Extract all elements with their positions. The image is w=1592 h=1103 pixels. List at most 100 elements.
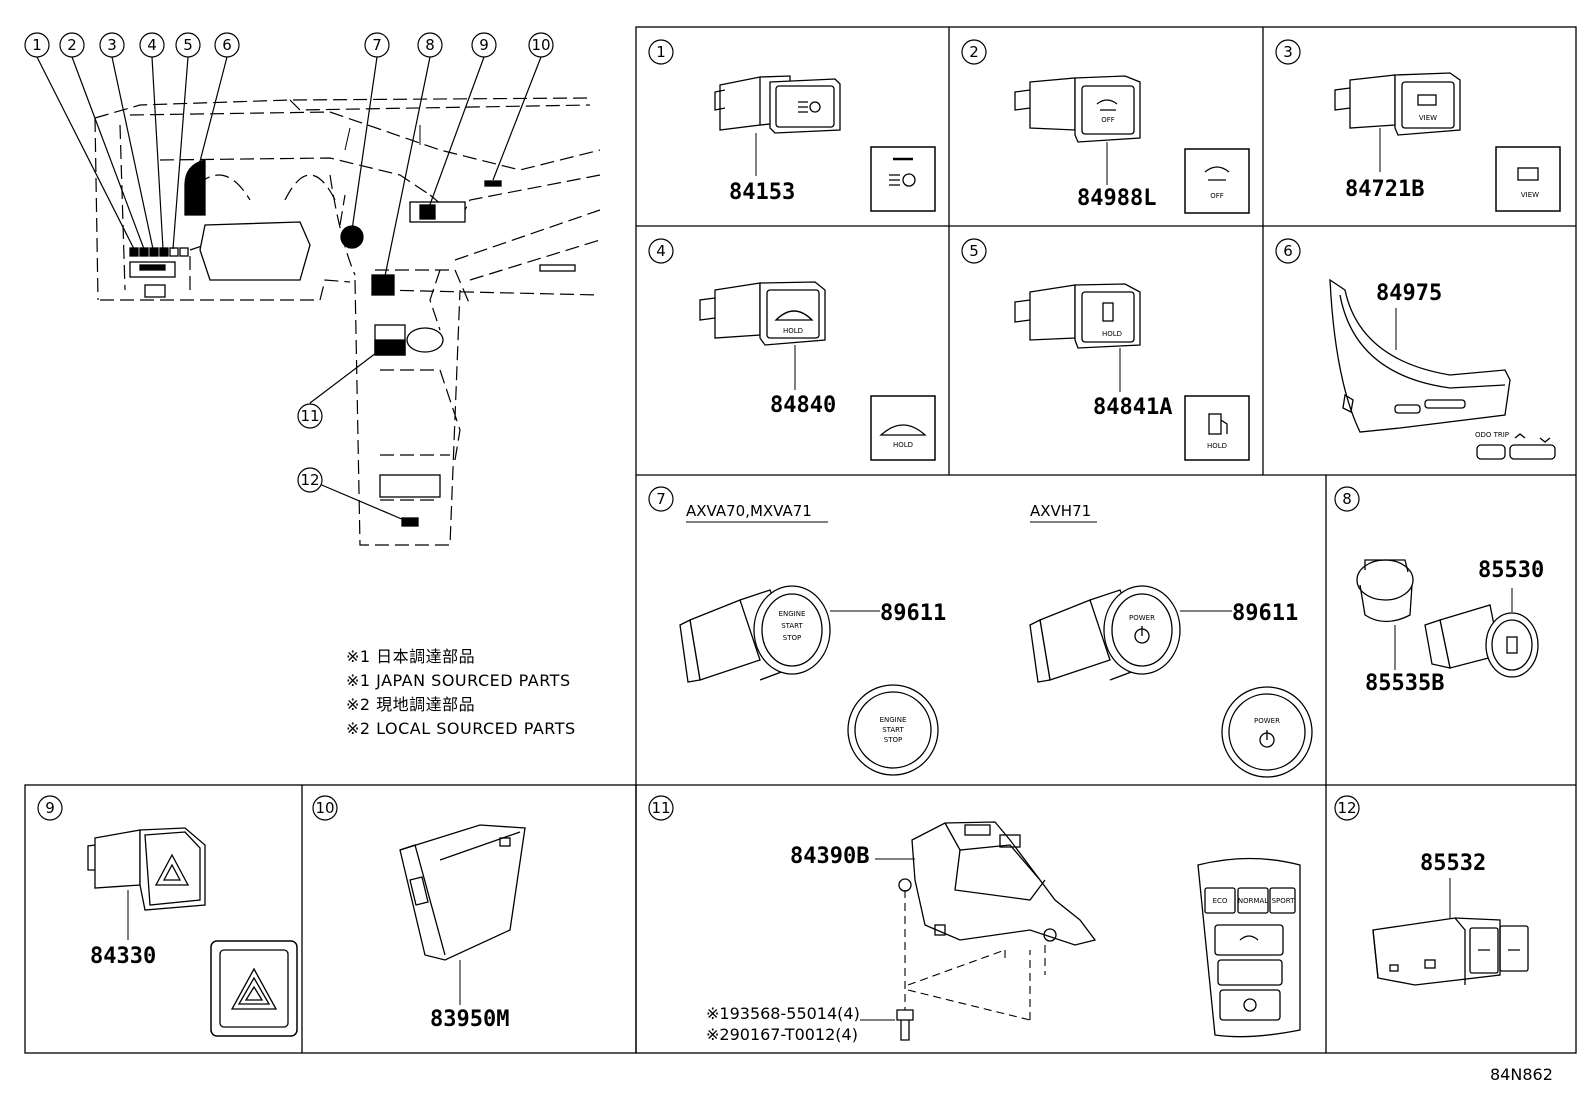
panel-index-11[interactable]: 11 (651, 799, 670, 817)
face-label-start: START (882, 726, 904, 734)
overview-callout-10[interactable]: 10 (531, 36, 550, 54)
switch-label-off: OFF (1101, 116, 1115, 124)
panel-index-12[interactable]: 12 (1337, 799, 1356, 817)
panel-index-8[interactable]: 8 (1342, 490, 1352, 508)
symbol-label-view: VIEW (1521, 191, 1539, 199)
sourcing-notes: ※1 日本調達部品 ※1 JAPAN SOURCED PARTS ※2 現地調達… (346, 647, 576, 738)
face-label-engine: ENGINE (880, 716, 907, 724)
panel-4: HOLD 84840 HOLD (699, 281, 936, 461)
part-number-89611-hybrid: 89611 (1232, 601, 1298, 626)
part-number-83950m: 83950M (430, 1007, 509, 1032)
trac-off-symbol-icon: OFF (1184, 148, 1250, 214)
switch-label-hold-fuel: HOLD (1102, 330, 1122, 338)
fuel-door-symbol-icon: HOLD (1184, 395, 1250, 461)
part-number-84988l: 84988L (1077, 186, 1156, 211)
face-label-stop: STOP (884, 736, 902, 744)
part-number-84841a: 84841A (1093, 395, 1172, 420)
socket-housing-icon (1356, 559, 1414, 623)
panel-index-1[interactable]: 1 (656, 43, 666, 61)
power-face-icon: POWER (1221, 686, 1313, 778)
variant-label-gasoline: AXVA70,MXVA71 (686, 502, 812, 520)
switch-camera-view-icon: VIEW (1334, 72, 1461, 136)
symbol-label-hold-fuel: HOLD (1207, 442, 1227, 450)
cigar-socket-icon (1424, 604, 1539, 678)
part-number-85535b: 85535B (1365, 671, 1444, 696)
panel-11: 84390B ※193568-55014(4) ※290167-T0012(4)… (706, 821, 1301, 1044)
panel-index-2[interactable]: 2 (969, 43, 979, 61)
control-module-icon (399, 824, 526, 961)
variant-label-hybrid: AXVH71 (1030, 502, 1091, 520)
trunk-symbol-icon: HOLD (870, 395, 936, 461)
bolt-icon (896, 1009, 914, 1041)
overview-callout-6[interactable]: 6 (222, 36, 232, 54)
hazard-switch-icon (87, 827, 206, 911)
note-2-ja: ※2 現地調達部品 (346, 695, 475, 714)
part-number-84153: 84153 (729, 180, 795, 205)
bolt-part-number-japan: ※193568-55014(4) (706, 1004, 860, 1023)
part-number-84721b: 84721B (1345, 177, 1424, 202)
overview-callout-3[interactable]: 3 (107, 36, 117, 54)
symbol-label-off: OFF (1210, 192, 1224, 200)
label-odo-trip: ODO TRIP (1475, 431, 1509, 439)
panel-1: 84153 (714, 75, 936, 212)
part-number-84975: 84975 (1376, 281, 1442, 306)
panel-7: AXVA70,MXVA71 AXVH71 ENGINE START STOP 8… (679, 502, 1313, 778)
drive-mode-faceplate-icon: ECO NORMAL SPORT (1197, 857, 1301, 1038)
overview-callout-9[interactable]: 9 (479, 36, 489, 54)
overview-callout-8[interactable]: 8 (425, 36, 435, 54)
switch-trunk-opener-icon: HOLD (699, 281, 826, 346)
panel-index-4[interactable]: 4 (656, 242, 666, 260)
note-1-ja: ※1 日本調達部品 (346, 647, 475, 666)
part-number-85532: 85532 (1420, 851, 1486, 876)
engine-start-switch-icon: ENGINE START STOP (679, 585, 831, 683)
panel-index-9[interactable]: 9 (45, 799, 55, 817)
panel-index-3[interactable]: 3 (1283, 43, 1293, 61)
switch-headlamp-leveling-icon (714, 75, 841, 134)
panel-6: 84975 ODO TRIP (1329, 278, 1556, 460)
note-2-en: ※2 LOCAL SOURCED PARTS (346, 719, 576, 738)
panel-5: HOLD 84841A HOLD (1014, 283, 1250, 461)
overview-callout-5[interactable]: 5 (183, 36, 193, 54)
panel-8: 85535B 85530 (1356, 558, 1544, 696)
label-engine: ENGINE (779, 610, 806, 618)
switch-fuel-door-icon: HOLD (1014, 283, 1141, 349)
switch-label-hold-trunk: HOLD (783, 327, 803, 335)
overview-callout-2[interactable]: 2 (67, 36, 77, 54)
panel-10: 83950M (399, 824, 526, 1032)
diagram-code: 84N862 (1490, 1065, 1553, 1084)
label-start: START (781, 622, 803, 630)
panel-9: 84330 (87, 827, 298, 1037)
camera-view-symbol-icon: VIEW (1495, 146, 1561, 212)
panel-3: VIEW 84721B VIEW (1334, 72, 1561, 212)
dashboard-overview: 1 2 3 4 5 6 7 8 9 10 11 12 (24, 32, 601, 546)
drive-mode-switch-assembly-icon (898, 821, 1097, 946)
switch-label-view: VIEW (1419, 114, 1437, 122)
overview-callout-11[interactable]: 11 (300, 407, 319, 425)
part-number-84390b: 84390B (790, 844, 869, 869)
panel-2: OFF 84988L OFF (1014, 75, 1250, 214)
label-sport: SPORT (1272, 897, 1296, 905)
engine-start-face-icon: ENGINE START STOP (847, 684, 939, 776)
panel-index-7[interactable]: 7 (656, 490, 666, 508)
bolt-part-number-local: ※290167-T0012(4) (706, 1025, 858, 1044)
overview-callout-12[interactable]: 12 (300, 471, 319, 489)
overview-callout-4[interactable]: 4 (147, 36, 157, 54)
label-power: POWER (1129, 614, 1155, 622)
note-1-en: ※1 JAPAN SOURCED PARTS (346, 671, 571, 690)
switch-trac-off-icon: OFF (1014, 75, 1141, 143)
label-stop: STOP (783, 634, 801, 642)
label-normal: NORMAL (1238, 897, 1268, 905)
panel-grid (24, 26, 1577, 1054)
panel-index-5[interactable]: 5 (969, 242, 979, 260)
overview-callout-1[interactable]: 1 (32, 36, 42, 54)
panel-12: 85532 (1372, 851, 1529, 986)
seat-heater-switch-icon (1372, 917, 1529, 986)
odo-trip-buttons-icon: ODO TRIP (1475, 431, 1556, 460)
panel-index-10[interactable]: 10 (315, 799, 334, 817)
power-switch-icon: POWER (1029, 585, 1181, 683)
lower-panel-bezel-icon (1329, 278, 1511, 433)
part-number-84840: 84840 (770, 393, 836, 418)
overview-callout-7[interactable]: 7 (372, 36, 382, 54)
panel-index-6[interactable]: 6 (1283, 242, 1293, 260)
